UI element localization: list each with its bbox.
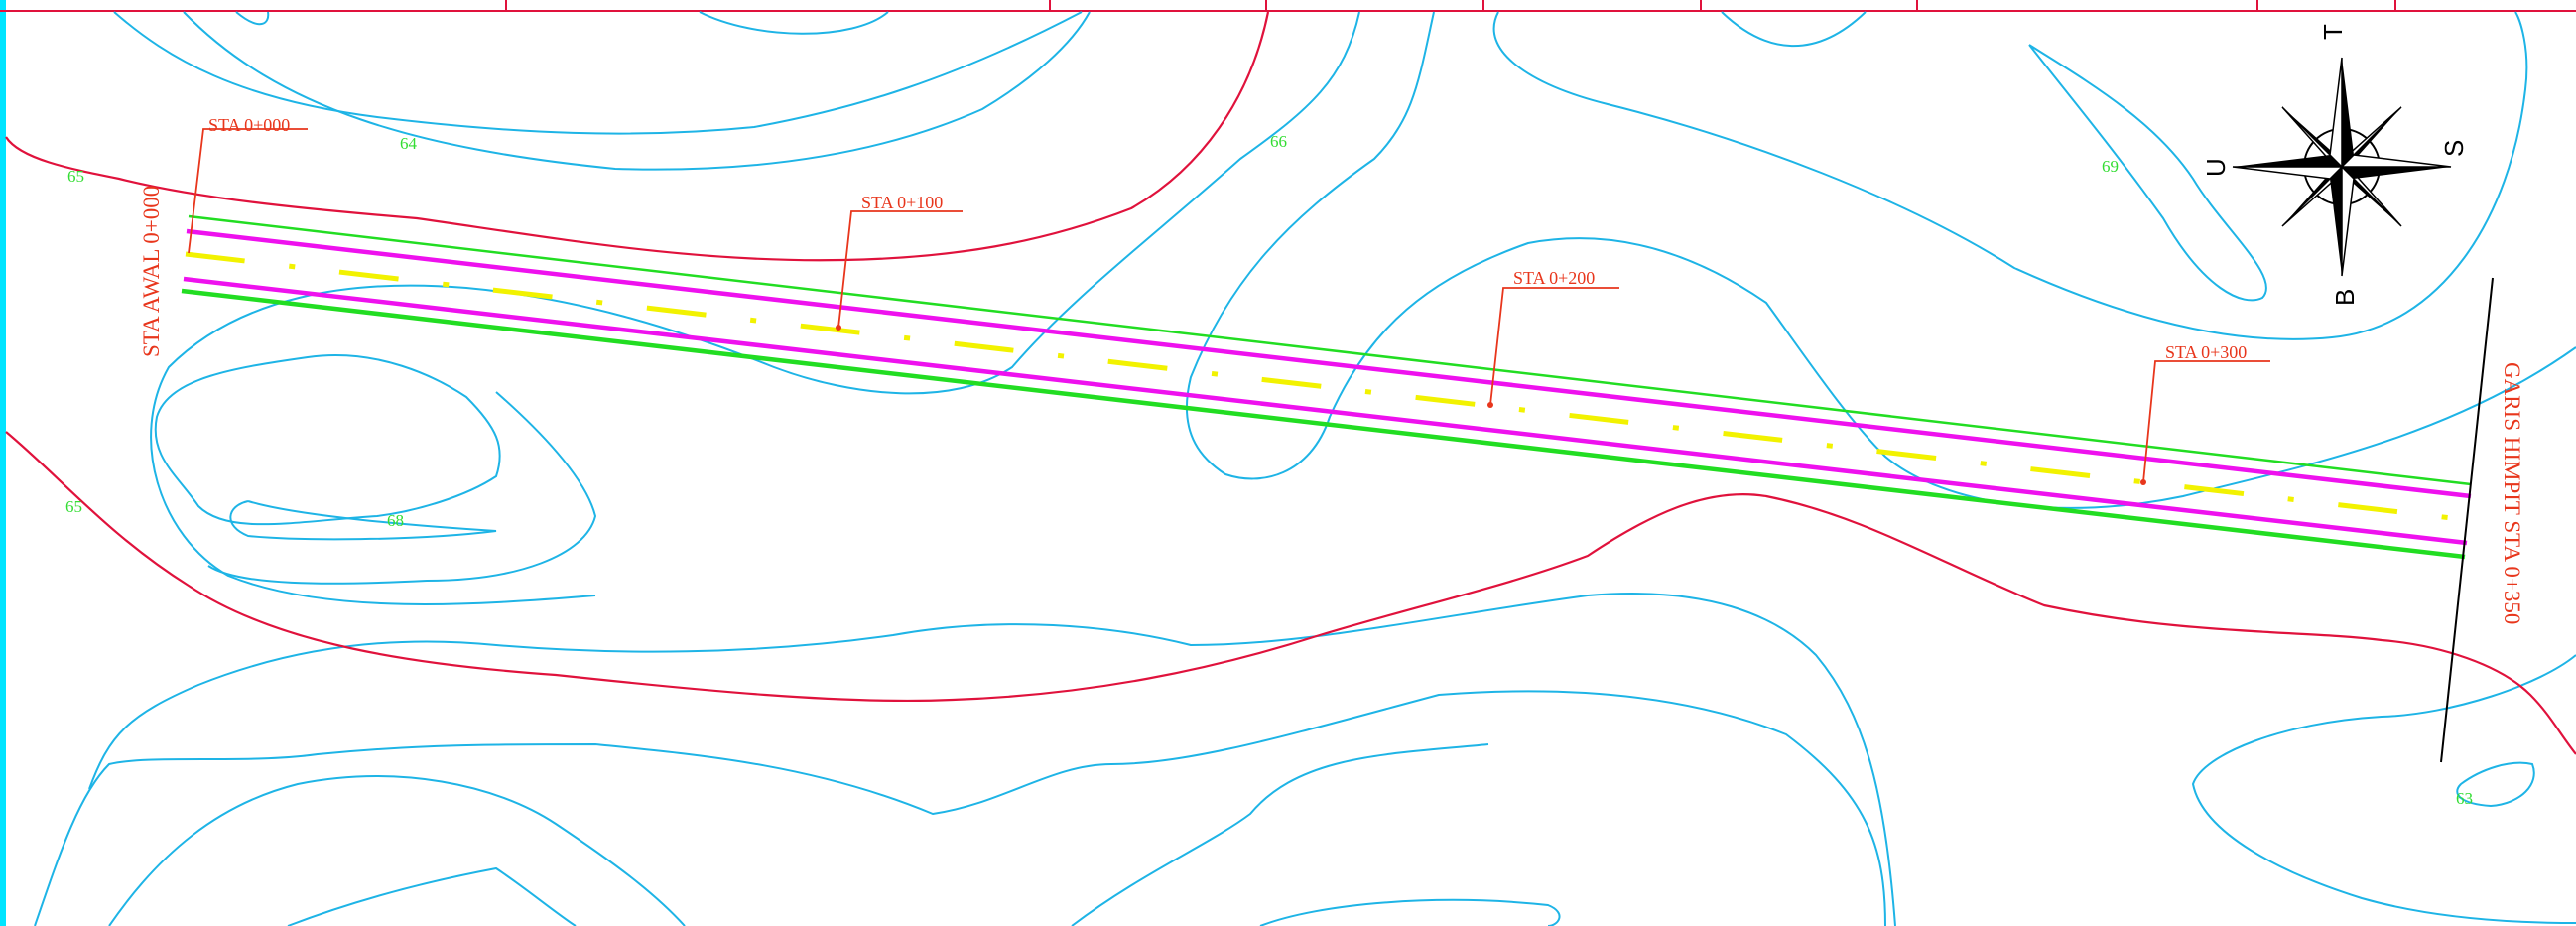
map-frame-left bbox=[0, 0, 6, 926]
station-label-100: STA 0+100 bbox=[861, 193, 943, 212]
elevation-label-69: 69 bbox=[2102, 157, 2119, 176]
road-centerline bbox=[185, 251, 2470, 523]
station-marker-200: STA 0+200 bbox=[1487, 268, 1619, 408]
end-station-label: GARIS HIMPIT STA 0+350 bbox=[2500, 362, 2524, 624]
north-arrow-compass-icon: U T S B bbox=[2201, 24, 2469, 306]
index-contour-lines bbox=[5, 11, 2576, 755]
end-station-line bbox=[2440, 277, 2494, 763]
compass-north-label: U bbox=[2201, 158, 2231, 177]
road-edges bbox=[181, 214, 2472, 560]
elevation-label-65-left: 65 bbox=[65, 497, 82, 516]
station-marker-300: STA 0+300 bbox=[2140, 342, 2270, 485]
elevation-label-66: 66 bbox=[1270, 132, 1287, 151]
station-label-200: STA 0+200 bbox=[1513, 268, 1595, 288]
contour-lines bbox=[34, 11, 2576, 926]
station-marker-100: STA 0+100 bbox=[836, 193, 963, 331]
road-lane-lines bbox=[183, 228, 2472, 546]
elevation-label-63: 63 bbox=[2456, 789, 2473, 808]
elevation-label-64: 64 bbox=[400, 134, 418, 153]
sheet-grid-top bbox=[0, 0, 2576, 12]
elevation-label-68: 68 bbox=[387, 511, 404, 530]
elevation-label-65-top: 65 bbox=[67, 167, 84, 186]
start-station-label: STA AWAL 0+000 bbox=[139, 186, 164, 357]
compass-east-label: T bbox=[2318, 24, 2348, 40]
compass-south-label: S bbox=[2439, 140, 2469, 157]
station-label-300: STA 0+300 bbox=[2165, 342, 2247, 362]
elevation-labels: 65 64 66 69 65 68 63 bbox=[65, 132, 2473, 808]
compass-west-label: B bbox=[2330, 289, 2360, 306]
station-label-0: STA 0+000 bbox=[208, 115, 290, 135]
station-marker-0: STA 0+000 bbox=[188, 115, 308, 254]
